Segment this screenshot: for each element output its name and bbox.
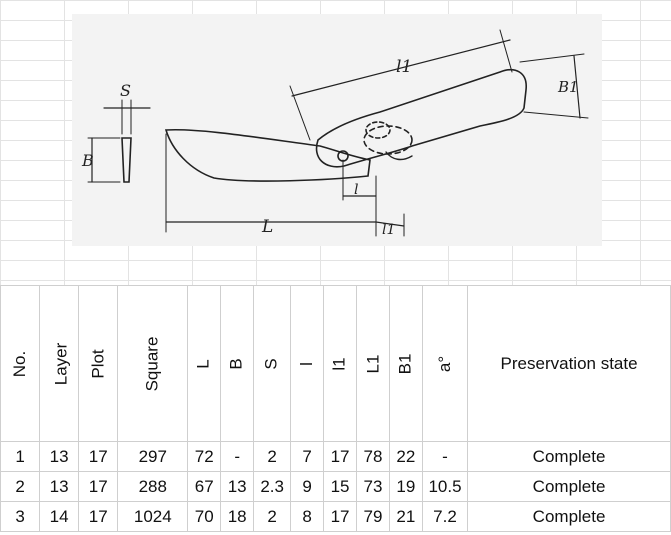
table-cell: 7 [290,441,325,472]
table-cell: Complete [467,471,671,502]
table-cell: 2 [253,501,292,532]
table-cell: 17 [323,441,357,472]
label-s: S [120,81,131,100]
table-cell: 2 [0,471,41,502]
table-cell: 22 [388,441,423,472]
table-cell: 7.2 [421,501,469,532]
header-cell: Layer [39,285,80,442]
table-cell: 2.3 [253,471,292,502]
cross-section-outline [121,137,132,183]
table-row: 3 14 17 1024 70 18 2 8 17 79 21 7.2 Comp… [0,501,671,532]
table-cell: 3 [0,501,41,532]
blade-outline [164,128,371,182]
table-cell: 2 [253,441,292,472]
table-row: 1 13 17 297 72 - 2 7 17 78 22 - Complete [0,441,671,472]
table-cell: 8 [290,501,325,532]
table-cell: 1 [0,441,41,472]
table-cell: Complete [467,441,671,472]
table-cell: 17 [78,471,119,502]
measurements-table: No. Layer Plot Square L B S l l1 L1 B1 a… [0,285,671,532]
table-cell: 79 [356,501,390,532]
header-cell: No. [0,285,41,442]
table-cell: 288 [117,471,189,502]
header-cell: L1 [356,285,390,442]
b1-dimension-line [573,55,581,119]
handle-outline [315,68,527,168]
table-cell: 67 [187,471,222,502]
table-cell: - [421,441,469,472]
table-cell: 14 [39,501,80,532]
table-cell: 1024 [117,501,189,532]
table-cell: 72 [187,441,222,472]
handle-inner-loop [363,125,413,155]
table-cell: 297 [117,441,189,472]
header-cell: S [253,285,292,442]
header-row: No. Layer Plot Square L B S l l1 L1 B1 a… [0,285,671,442]
l1-bottom-dimension-line [375,221,405,227]
table-cell: 13 [39,441,80,472]
table-cell: 10.5 [421,471,469,502]
header-cell: a° [421,285,469,442]
technical-drawing: S B l1 B1 l L l1 [81,29,589,238]
table-cell: 13 [220,471,255,502]
table-cell: 17 [78,501,119,532]
table-cell: 15 [323,471,357,502]
label-l1-bottom: l1 [382,222,395,238]
table-cell: 17 [323,501,357,532]
table-cell: - [220,441,255,472]
drawing-background [72,14,602,246]
label-b: B [81,151,94,170]
table-cell: 18 [220,501,255,532]
table-cell: 70 [187,501,222,532]
l1-top-dimension-line [291,39,511,97]
table-cell: 21 [388,501,423,532]
table-row: 2 13 17 288 67 13 2.3 9 15 73 19 10.5 Co… [0,471,671,502]
table-cell: 13 [39,471,80,502]
label-l1-top: l1 [396,57,412,77]
label-b1: B1 [557,78,579,96]
header-cell: Plot [78,285,119,442]
table-cell: Complete [467,501,671,532]
table-cell: 73 [356,471,390,502]
table-cell: 78 [356,441,390,472]
header-cell: Square [117,285,189,442]
table-cell: 19 [388,471,423,502]
header-cell: B [220,285,255,442]
table-cell: 17 [78,441,119,472]
header-cell: B1 [388,285,423,442]
header-cell: L [187,285,222,442]
label-l-small: l [354,182,358,198]
table-cell: 9 [290,471,325,502]
header-cell: Preservation state [467,285,671,442]
header-cell: l [290,285,325,442]
header-cell: l1 [323,285,357,442]
label-l-big: L [261,217,273,237]
